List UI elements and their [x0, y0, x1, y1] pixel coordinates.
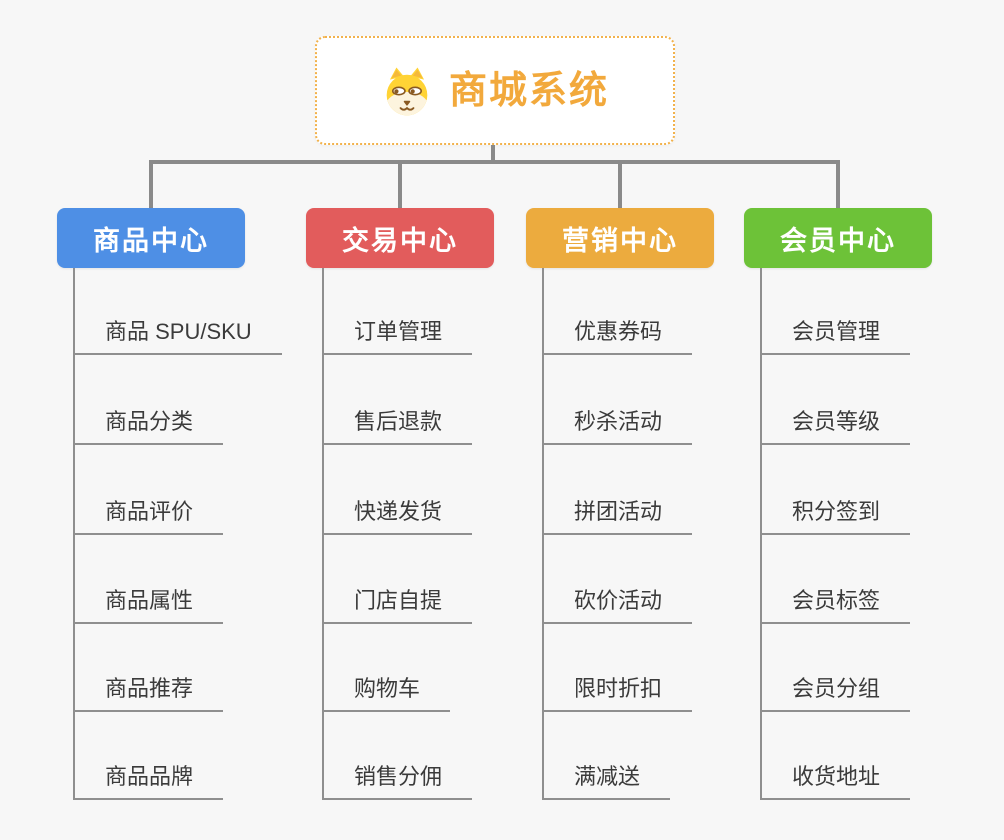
- subtopic-item[interactable]: 商品品牌: [73, 763, 224, 800]
- subtopic-item[interactable]: 积分签到: [760, 498, 911, 535]
- subtopic-item[interactable]: 商品推荐: [73, 675, 224, 712]
- subtopic-item[interactable]: 快递发货: [322, 498, 473, 535]
- branch-column-product-center: 商品中心 商品 SPU/SKU 商品分类 商品评价 商品属性 商品推荐 商品品牌: [57, 208, 317, 828]
- connector-drop-marketing: [618, 160, 622, 208]
- branch-column-member-center: 会员中心 会员管理 会员等级 积分签到 会员标签 会员分组 收货地址: [744, 208, 1004, 828]
- root-topic-label: 商城系统: [448, 69, 609, 112]
- connector-drop-product: [149, 160, 153, 208]
- subtopic-item[interactable]: 满减送: [542, 763, 671, 800]
- subtopic-item[interactable]: 砍价活动: [542, 587, 693, 624]
- subtopic-item[interactable]: 拼团活动: [542, 498, 693, 535]
- subtopic-item[interactable]: 优惠券码: [542, 318, 693, 355]
- connector-bus: [149, 160, 840, 164]
- root-topic[interactable]: 商城系统: [315, 36, 675, 145]
- connector-drop-trade: [398, 160, 402, 208]
- branch-column-trade-center: 交易中心 订单管理 售后退款 快递发货 门店自提 购物车 销售分佣: [306, 208, 566, 828]
- dog-face-icon: [386, 66, 428, 115]
- subtopic-item[interactable]: 商品 SPU/SKU: [73, 318, 282, 355]
- subtopic-item[interactable]: 会员标签: [760, 587, 911, 624]
- branch-column-marketing-center: 营销中心 优惠券码 秒杀活动 拼团活动 砍价活动 限时折扣 满减送: [526, 208, 786, 828]
- subtopic-item[interactable]: 门店自提: [322, 587, 473, 624]
- branch-topic-product-center[interactable]: 商品中心: [57, 208, 245, 268]
- subtopic-item[interactable]: 商品分类: [73, 408, 224, 445]
- subtopic-item[interactable]: 商品评价: [73, 498, 224, 535]
- subtopic-item[interactable]: 购物车: [322, 675, 451, 712]
- subtopic-item[interactable]: 秒杀活动: [542, 408, 693, 445]
- subtopic-item[interactable]: 限时折扣: [542, 675, 693, 712]
- branch-topic-member-center[interactable]: 会员中心: [744, 208, 932, 268]
- subtopic-item[interactable]: 会员分组: [760, 675, 911, 712]
- subtopic-item[interactable]: 会员等级: [760, 408, 911, 445]
- subtopic-item[interactable]: 销售分佣: [322, 763, 473, 800]
- subtopic-item[interactable]: 售后退款: [322, 408, 473, 445]
- connector-drop-member: [836, 160, 840, 208]
- subtopic-item[interactable]: 商品属性: [73, 587, 224, 624]
- subtopic-item[interactable]: 收货地址: [760, 763, 911, 800]
- branch-topic-trade-center[interactable]: 交易中心: [306, 208, 494, 268]
- connector-root-stem: [491, 145, 495, 164]
- branch-topic-marketing-center[interactable]: 营销中心: [526, 208, 714, 268]
- subtopic-item[interactable]: 订单管理: [322, 318, 473, 355]
- subtopic-item[interactable]: 会员管理: [760, 318, 911, 355]
